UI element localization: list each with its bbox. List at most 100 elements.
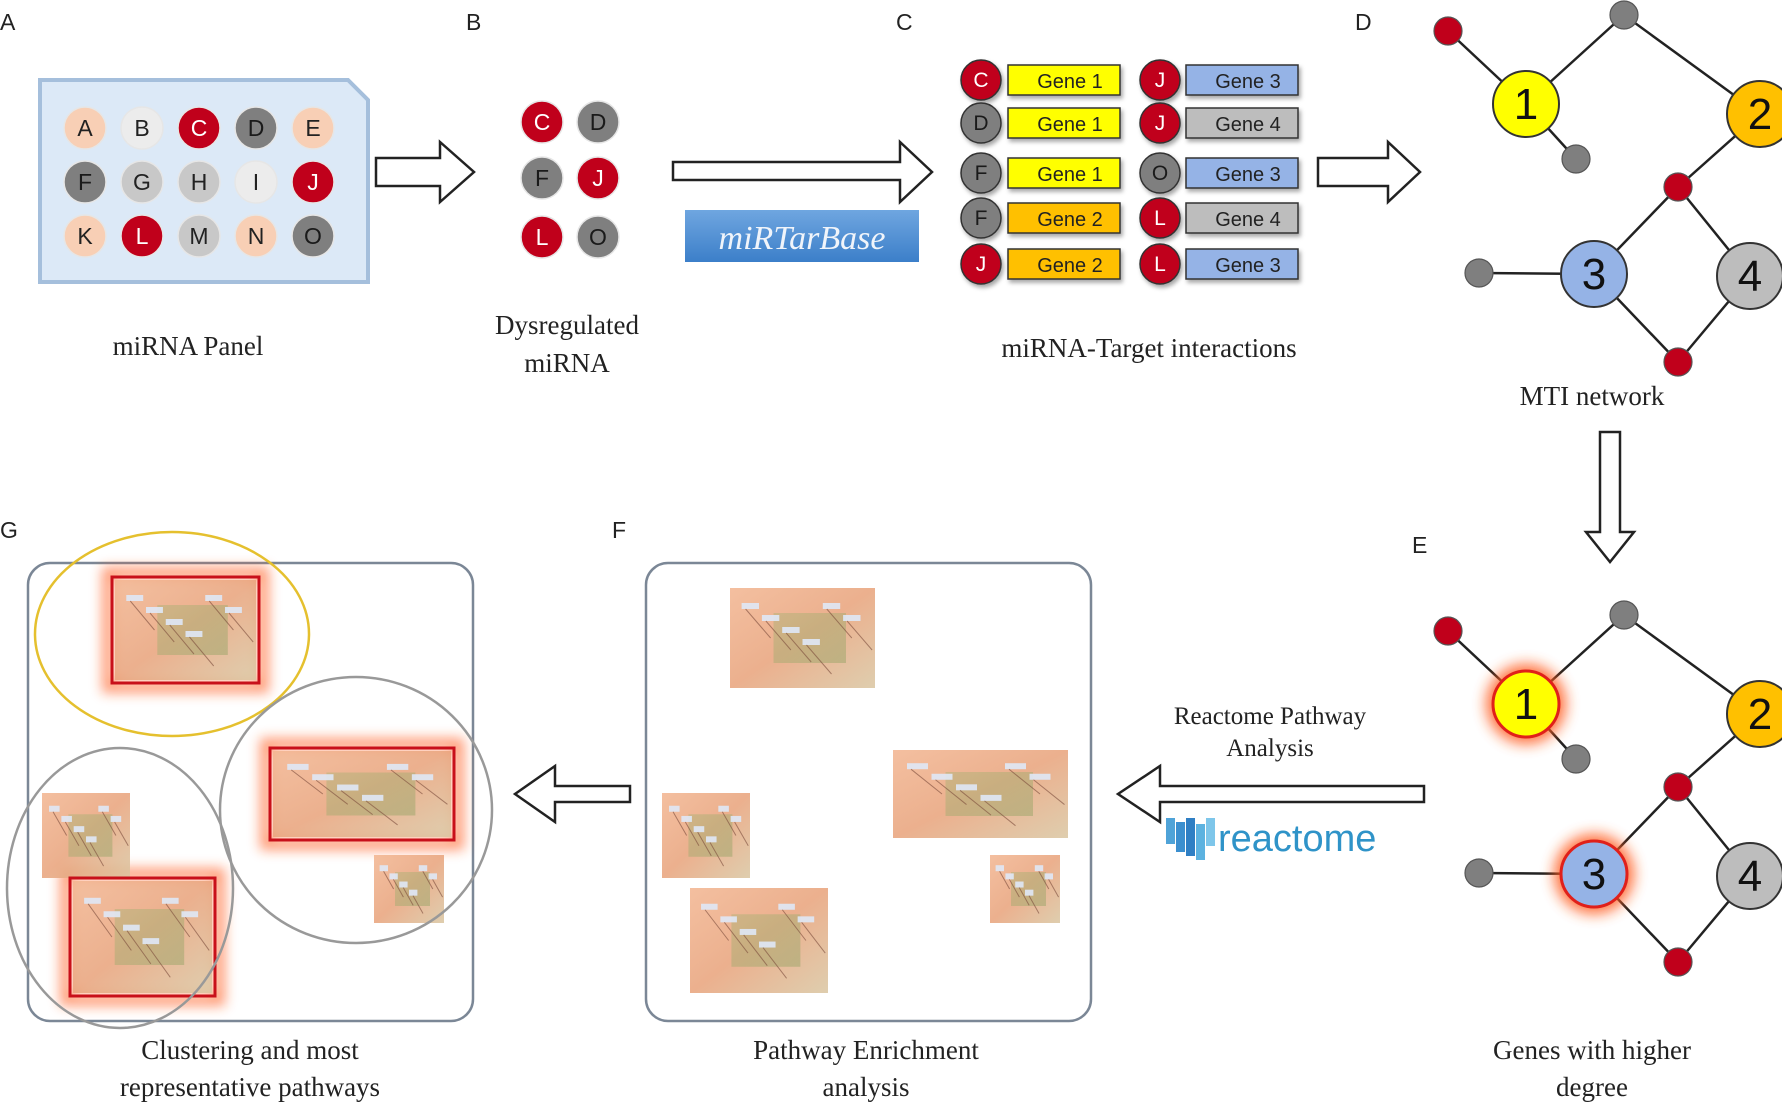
thumb-node [759, 941, 776, 948]
mirna-circle [1139, 197, 1181, 239]
caption-reactome-2: Analysis [1226, 735, 1314, 762]
well-label: G [133, 169, 151, 195]
well [291, 160, 335, 204]
representative-glow [102, 567, 269, 693]
mirna-circle-label: D [973, 112, 988, 135]
panel-letter-e: E [1412, 532, 1427, 558]
other-node [1464, 858, 1494, 888]
thumb-line [402, 887, 414, 906]
thumb-node [389, 873, 398, 880]
thumb-line [1048, 879, 1060, 898]
gene-node-label: 2 [1748, 90, 1772, 139]
thumb-node [843, 615, 861, 621]
thumb-line [801, 922, 826, 954]
dysregulated-mirna-label: J [592, 165, 604, 191]
mirtarbase-logo-box [685, 210, 919, 262]
gene-tag-label: Gene 3 [1215, 255, 1281, 277]
thumb-line [146, 943, 171, 978]
dysregulated-mirna-label: F [535, 165, 549, 191]
gene-tag-label: Gene 1 [1037, 164, 1103, 186]
reactome-logo: reactome [1166, 818, 1376, 860]
thumb-inner [326, 772, 416, 816]
caption-mirna-panel: miRNA Panel [113, 331, 264, 361]
mirna-circle-label: J [976, 253, 987, 276]
mirna-circle [1139, 102, 1181, 144]
gene-tag [1185, 107, 1299, 139]
thumb-node [1005, 873, 1014, 880]
thumb-line [87, 903, 113, 938]
gene-node-label: 4 [1738, 252, 1762, 301]
gene-node-label: 4 [1738, 852, 1762, 901]
thumb-line [412, 895, 424, 914]
well-label: J [307, 169, 319, 195]
thumb-node [822, 603, 841, 609]
thumb-node [802, 639, 820, 645]
thumb-inner [773, 613, 846, 663]
gene-tag-label: Gene 3 [1215, 71, 1281, 93]
thumb-inner [114, 909, 185, 965]
gene-node [1716, 242, 1782, 310]
thumb-node [386, 763, 409, 770]
thumb-node [126, 595, 144, 601]
thumb-node [98, 805, 109, 812]
thumb-node [1005, 763, 1026, 770]
well-label: B [134, 115, 149, 141]
panel-letter-b: B [466, 9, 481, 35]
mirna-circle [960, 102, 1002, 144]
thumb-inner [157, 605, 228, 655]
thumb-line [697, 831, 712, 857]
arrow-f-to-g [512, 763, 632, 825]
thumb-node [778, 903, 795, 910]
thumb-node [980, 794, 1002, 801]
thumb-node [720, 916, 737, 923]
mirna-node [1433, 16, 1463, 46]
thumb-line [1038, 870, 1050, 890]
thumb-node [741, 603, 759, 609]
thumb-node [61, 815, 72, 822]
well [234, 214, 278, 258]
interaction-row: Gene 1F [960, 152, 1121, 194]
thumb-node [362, 794, 384, 801]
pathway-thumb [273, 751, 451, 837]
gene-node [1716, 842, 1782, 910]
thumb-node [165, 619, 183, 625]
thumb-node [995, 865, 1004, 872]
thumb-node [84, 897, 101, 904]
thumb-node [739, 928, 757, 935]
mirna-circle [1139, 243, 1181, 285]
thumb-line [1008, 879, 1020, 898]
thumb-node [1025, 889, 1034, 896]
caption-mirna-target: miRNA-Target interactions [1001, 333, 1296, 363]
thumb-line [185, 916, 210, 951]
dysregulated-mirna [520, 215, 564, 259]
caption-clustering-2: representative pathways [120, 1072, 380, 1102]
panel-letter-a: A [0, 9, 16, 35]
thumb-inner [731, 914, 801, 967]
thumb-node [123, 924, 140, 931]
thumb-node [185, 631, 203, 637]
well [177, 160, 221, 204]
thumb-line [734, 821, 749, 846]
interaction-row: Gene 3L [1139, 243, 1299, 285]
thumb-node [142, 938, 160, 945]
dysregulated-mirna [576, 156, 620, 200]
pathway-thumb [73, 881, 212, 993]
thumb-inner [395, 872, 430, 906]
thumb-node [693, 826, 705, 833]
well [177, 106, 221, 150]
well-label: E [305, 115, 320, 141]
caption-mti-network: MTI network [1520, 381, 1665, 411]
thumb-line [365, 800, 398, 826]
gene-node-label: 1 [1514, 680, 1538, 729]
gene-node-label: 2 [1748, 690, 1772, 739]
thumb-line [189, 636, 215, 667]
thumb-line [383, 870, 395, 890]
interaction-row: Gene 4L [1139, 197, 1299, 239]
well-label: A [77, 115, 93, 141]
reactome-logo-mark [1166, 818, 1215, 860]
dysregulated-mirna-label: L [536, 224, 549, 250]
